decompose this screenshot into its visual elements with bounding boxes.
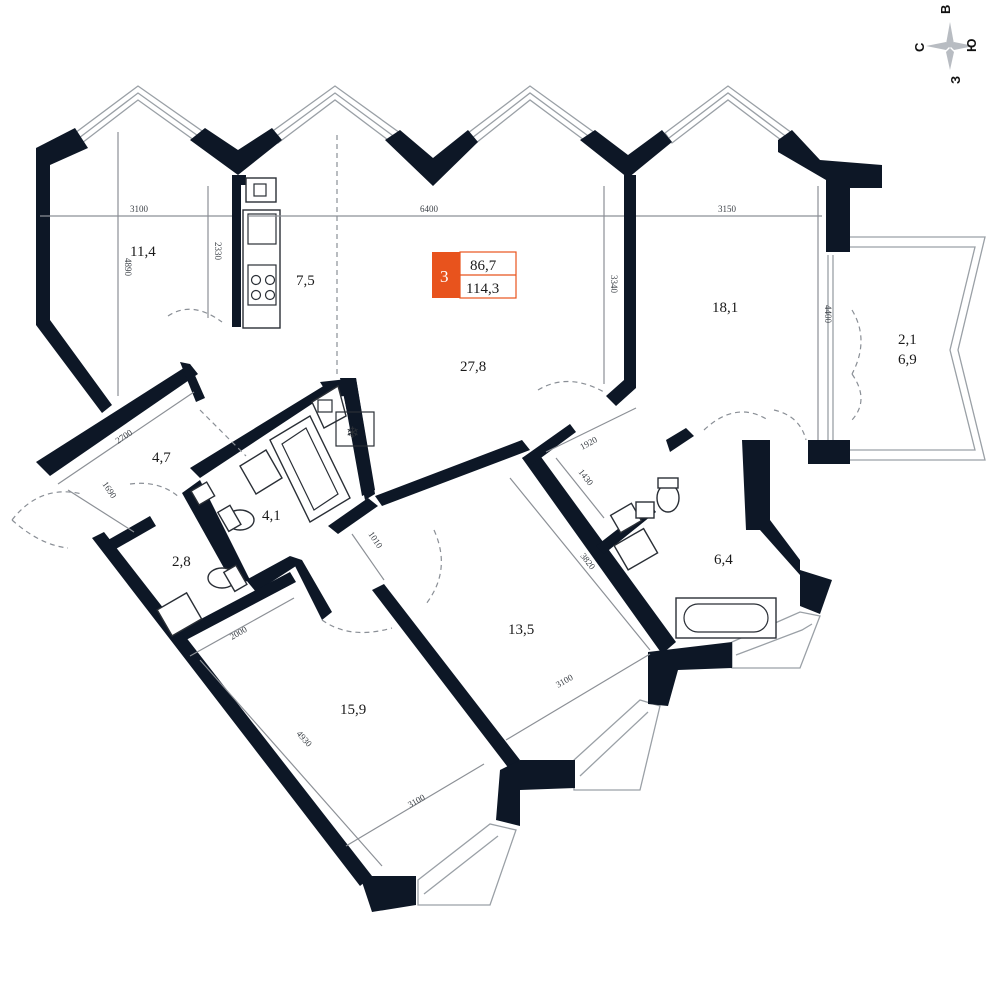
room-area-a: 11,4 <box>130 244 156 260</box>
dim-3100-b1: 3100 <box>406 792 427 810</box>
room-area-wc: 2,8 <box>172 554 191 570</box>
room-area-bedroom1: 15,9 <box>340 702 366 718</box>
dim-2330: 2330 <box>213 242 223 261</box>
room-area-bedroom2: 13,5 <box>508 622 534 638</box>
dim-4400: 4400 <box>823 305 833 324</box>
compass-west: З <box>948 76 963 84</box>
compass: С В Ю З <box>912 5 979 84</box>
dim-6400: 6400 <box>420 204 439 214</box>
windows-top <box>74 85 793 144</box>
dimension-lines <box>40 132 822 867</box>
dim-1690: 1690 <box>100 480 119 501</box>
dim-4890: 4890 <box>123 258 133 277</box>
doors <box>11 308 862 634</box>
room-area-hall: 4,7 <box>152 450 171 466</box>
room-area-kitchen: 7,5 <box>296 273 315 289</box>
dim-3100-top: 3100 <box>130 204 149 214</box>
badge-rooms: 3 <box>440 267 449 286</box>
svg-text:❄: ❄ <box>346 423 359 442</box>
compass-north: С <box>912 42 927 52</box>
badge-rooms-box <box>432 252 460 298</box>
room-area-bath1: 4,1 <box>262 508 281 524</box>
dim-3340: 3340 <box>609 275 619 294</box>
badge-total-area: 114,3 <box>466 281 499 297</box>
room-area-living: 27,8 <box>460 359 486 375</box>
dim-1920: 1920 <box>578 434 599 452</box>
dim-3150: 3150 <box>718 204 737 214</box>
dim-3100-b2: 3100 <box>554 672 575 690</box>
windows-bottom <box>417 611 821 906</box>
dim-2000: 2000 <box>228 624 249 642</box>
compass-east: В <box>938 5 953 14</box>
fixtures: ❄ <box>156 177 777 639</box>
room-area-bath2: 6,4 <box>714 552 733 568</box>
room-area-balcony: 2,1 <box>898 332 917 348</box>
walls <box>36 128 882 912</box>
apartment-badge: 3 86,7 114,3 <box>432 251 517 299</box>
badge-living-area: 86,7 <box>470 258 497 274</box>
room-area-east: 18,1 <box>712 300 738 316</box>
dim-1430: 1430 <box>576 467 595 488</box>
dim-4930: 4930 <box>295 729 315 749</box>
compass-south: Ю <box>964 39 979 52</box>
compass-star-icon <box>926 22 974 70</box>
room-labels: 11,4 7,5 27,8 18,1 2,1 6,9 4,7 4,1 2,8 6… <box>130 244 917 718</box>
room-area-balcony-2: 6,9 <box>898 352 917 368</box>
dim-1010: 1010 <box>366 530 385 551</box>
balcony <box>827 236 986 461</box>
